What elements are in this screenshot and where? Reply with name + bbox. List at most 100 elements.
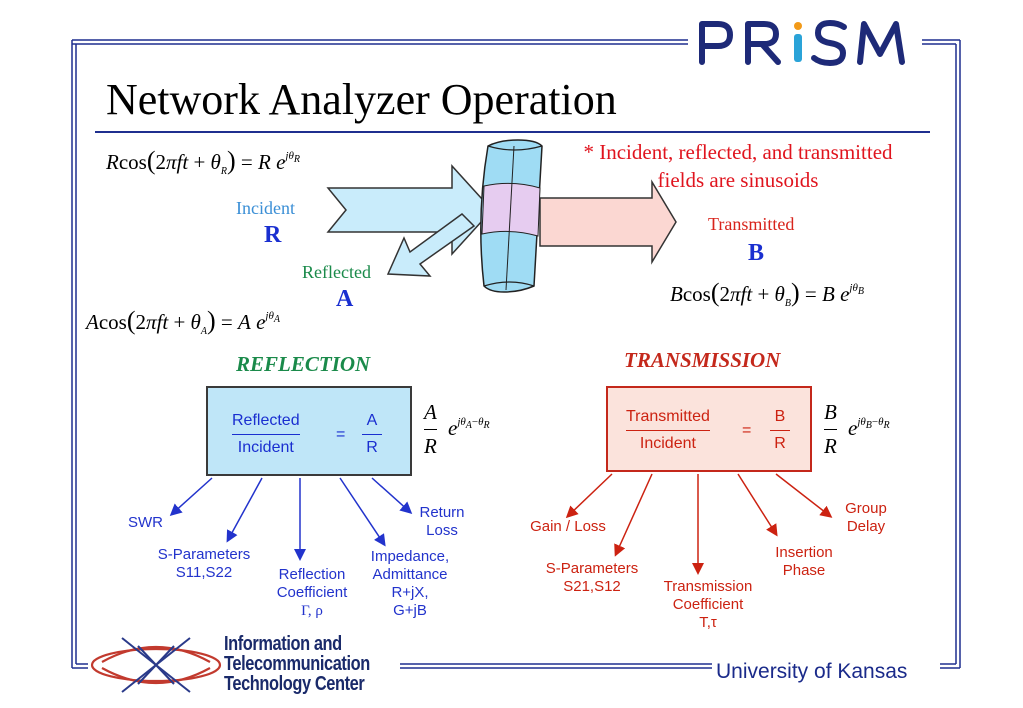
trans-sparams-line1: S-Parameters: [545, 560, 639, 577]
reflection-box: Reflected Incident = A R: [206, 386, 412, 476]
reflection-phasor-den: R: [424, 434, 437, 458]
refl-imp-line2: Admittance: [372, 566, 448, 583]
rp-r: R: [483, 420, 490, 432]
refl-sparams-line1: S-Parameters: [157, 546, 251, 563]
sinusoid-note-line2: fields are sinusoids: [657, 168, 819, 192]
refl-rl-line1: Return: [419, 504, 465, 521]
ittc-wordmark: Information and Telecommunication Techno…: [224, 634, 370, 694]
eq-b-amp: B: [670, 282, 683, 306]
eq-r-amp2: R: [258, 150, 271, 174]
equation-incident: Rcos(2πft + θR) = R ejθR: [106, 146, 300, 178]
eq-r-sub: R: [220, 166, 227, 178]
page-title: Network Analyzer Operation: [106, 75, 617, 124]
reflection-item-swr: SWR: [128, 514, 163, 532]
eq-r-sub2: R: [293, 154, 300, 166]
reflection-ratio-den: R: [366, 439, 378, 456]
transmitted-arrow: [539, 179, 677, 265]
refl-rl-line2: Loss: [426, 522, 458, 539]
prism-logo-mark: PRISM: [699, 20, 905, 66]
trans-coef-line2: Coefficient: [672, 596, 744, 613]
reflection-phasor: A R: [424, 400, 437, 459]
transmitted-symbol: B: [748, 240, 765, 266]
trans-sparams-line2: S21,S12: [563, 578, 621, 595]
eq-b-sub2: B: [857, 286, 864, 298]
incident-label: Incident: [236, 198, 295, 218]
equation-transmitted: Bcos(2πft + θB) = B ejθB: [670, 278, 864, 310]
equation-reflected: Acos(2πft + θA) = A ejθA: [86, 306, 280, 338]
transmission-box: Transmitted Incident = B R: [606, 386, 812, 472]
sinusoid-note-line1: * Incident, reflected, and transmitted: [583, 140, 893, 164]
reflection-fraction: Reflected Incident: [232, 412, 300, 457]
reflection-phasor-num: A: [424, 400, 437, 424]
tp-b: B: [865, 420, 872, 432]
eq-b-amp2: B: [822, 282, 835, 306]
transmission-item-group-delay: Group Delay: [836, 500, 896, 536]
transmission-item-sparams: S-Parameters S21,S12: [542, 560, 642, 596]
transmission-denominator: Incident: [639, 435, 696, 452]
prism-logo: PRISM: [692, 14, 920, 70]
tp-r: R: [883, 420, 890, 432]
eq-a-amp2: A: [238, 310, 251, 334]
refl-coef-line1: Reflection: [278, 566, 346, 583]
eq-b-sub: B: [784, 298, 791, 310]
transmission-fraction: Transmitted Incident: [626, 408, 710, 453]
reflection-item-coefficient: Reflection Coefficient Γ, ρ: [262, 566, 362, 620]
reflection-ratio-num: A: [366, 412, 378, 429]
incident-symbol: R: [264, 222, 282, 248]
transmission-phasor: B R: [824, 400, 837, 459]
refl-coef-line3: Γ, ρ: [301, 603, 323, 619]
eq-a-sub2: A: [273, 314, 280, 326]
refl-sparams-line2: S11,S22: [175, 564, 233, 581]
eq-a-amp: A: [86, 310, 99, 334]
eq-a-sub: A: [200, 326, 207, 338]
trans-ins-line2: Phase: [782, 562, 826, 579]
ittc-line2: Telecommunication: [224, 653, 370, 675]
reflection-heading: REFLECTION: [236, 352, 371, 376]
trans-coef-line1: Transmission: [663, 578, 753, 595]
transmission-ratio-den: R: [774, 435, 786, 452]
reflection-numerator: Reflected: [232, 412, 300, 429]
reflection-item-sparams: S-Parameters S11,S22: [154, 546, 254, 582]
transmission-phasor-num: B: [824, 400, 837, 424]
reflected-symbol: A: [336, 286, 354, 312]
ittc-logo-mark: [90, 637, 222, 693]
transmission-equals: =: [742, 422, 752, 439]
reflection-item-impedance: Impedance, Admittance R+jX, G+jB: [360, 548, 460, 620]
refl-imp-line1: Impedance,: [370, 548, 450, 565]
university-label: University of Kansas: [716, 660, 908, 683]
reflection-equals: =: [336, 426, 346, 443]
transmission-phasor-den: R: [824, 434, 837, 458]
transmission-item-insertion-phase: Insertion Phase: [766, 544, 842, 580]
reflection-denominator: Incident: [237, 439, 294, 456]
transmission-item-gain: Gain / Loss: [518, 518, 618, 536]
ittc-line1: Information and: [224, 633, 342, 655]
transmission-ratio-num: B: [774, 408, 786, 425]
refl-coef-line2: Coefficient: [276, 584, 348, 601]
refl-imp-line3: R+jX,: [391, 584, 429, 601]
dut-cylinder: [480, 139, 543, 293]
rp-a: A: [465, 420, 472, 432]
transmitted-label: Transmitted: [708, 214, 795, 234]
transmission-ratio: B R: [770, 408, 790, 453]
eq-r-amp: R: [106, 150, 119, 174]
ittc-line3: Technology Center: [224, 673, 365, 695]
sinusoid-note: * Incident, reflected, and transmitted f…: [528, 138, 948, 194]
trans-coef-line3: T,τ: [699, 614, 717, 631]
reflected-label: Reflected: [302, 262, 371, 282]
transmission-phasor-exp: ejθB−θR: [848, 416, 890, 440]
refl-imp-line4: G+jB: [393, 602, 427, 619]
reflection-item-return-loss: Return Loss: [412, 504, 472, 540]
transmission-item-coefficient: Transmission Coefficient T,τ: [656, 578, 760, 632]
gain-label: Gain / Loss: [530, 518, 606, 535]
reflection-phasor-exp: ejθA−θR: [448, 416, 490, 440]
transmission-numerator: Transmitted: [626, 408, 710, 425]
trans-gd-line1: Group: [845, 500, 887, 517]
reflected-arrow: [386, 213, 476, 277]
trans-ins-line1: Insertion: [775, 544, 833, 561]
transmission-heading: TRANSMISSION: [624, 348, 781, 372]
trans-gd-line2: Delay: [846, 518, 886, 535]
reflection-ratio: A R: [362, 412, 382, 457]
